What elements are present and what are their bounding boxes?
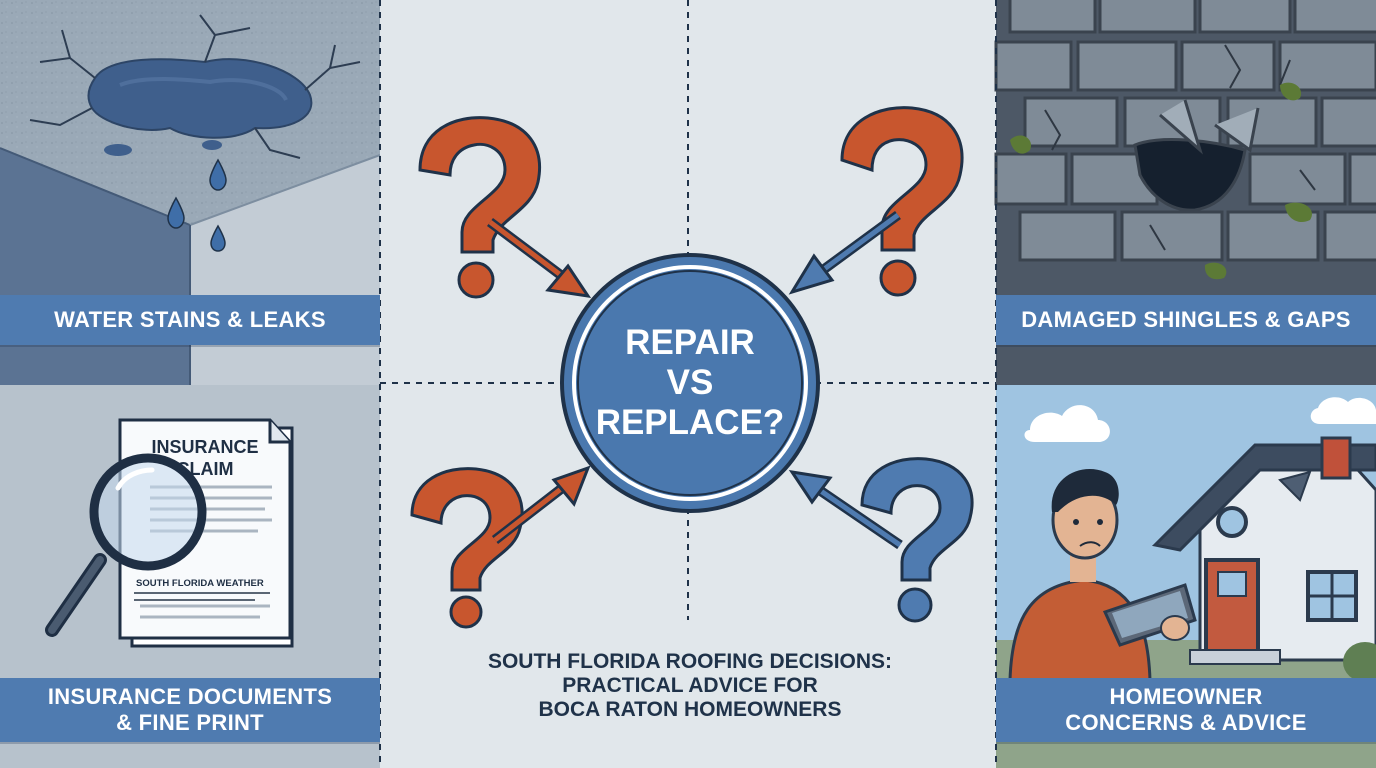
- water-stain-scene: [0, 0, 381, 385]
- banner-damaged-shingles: DAMAGED SHINGLES & GAPS: [996, 295, 1376, 345]
- center-title-line-2: VS: [666, 363, 714, 402]
- banner-homeowner-line-1: HOMEOWNER: [1109, 684, 1263, 709]
- banner-water-stains: WATER STAINS & LEAKS: [0, 295, 380, 345]
- center-title-line-1: REPAIR: [625, 323, 755, 362]
- subtitle-line-2: PRACTICAL ADVICE FOR: [562, 674, 818, 697]
- banner-insurance-line-2: & FINE PRINT: [116, 710, 264, 735]
- question-mark-top-left: [418, 116, 592, 299]
- center-title-line-3: REPLACE?: [595, 403, 785, 442]
- banner-damaged-shingles-label: DAMAGED SHINGLES & GAPS: [1021, 307, 1351, 332]
- banner-homeowner-concerns: HOMEOWNER CONCERNS & ADVICE: [996, 678, 1376, 742]
- center-title: REPAIR VS REPLACE?: [565, 258, 815, 508]
- document-title: INSURANCE CLAIM: [125, 436, 285, 480]
- center-circle: [560, 253, 820, 513]
- document-title-line-1: INSURANCE: [151, 437, 259, 457]
- question-mark-bottom-right: [788, 457, 974, 623]
- subtitle-line-1: SOUTH FLORIDA ROOFING DECISIONS:: [487, 650, 893, 673]
- question-mark-bottom-left: [410, 465, 591, 629]
- banner-insurance-documents: INSURANCE DOCUMENTS & FINE PRINT: [0, 678, 380, 742]
- document-section-heading: SOUTH FLORIDA WEATHER: [136, 578, 264, 589]
- subtitle-line-3: BOCA RATON HOMEOWNERS: [538, 698, 842, 721]
- document-title-line-2: CLAIM: [176, 459, 234, 479]
- banner-water-stains-label: WATER STAINS & LEAKS: [54, 307, 326, 332]
- banner-homeowner-line-2: CONCERNS & ADVICE: [1065, 710, 1307, 735]
- banner-insurance-line-1: INSURANCE DOCUMENTS: [47, 684, 333, 709]
- subtitle: SOUTH FLORIDA ROOFING DECISIONS: PRACTIC…: [420, 650, 960, 722]
- question-mark-top-right: [788, 106, 964, 297]
